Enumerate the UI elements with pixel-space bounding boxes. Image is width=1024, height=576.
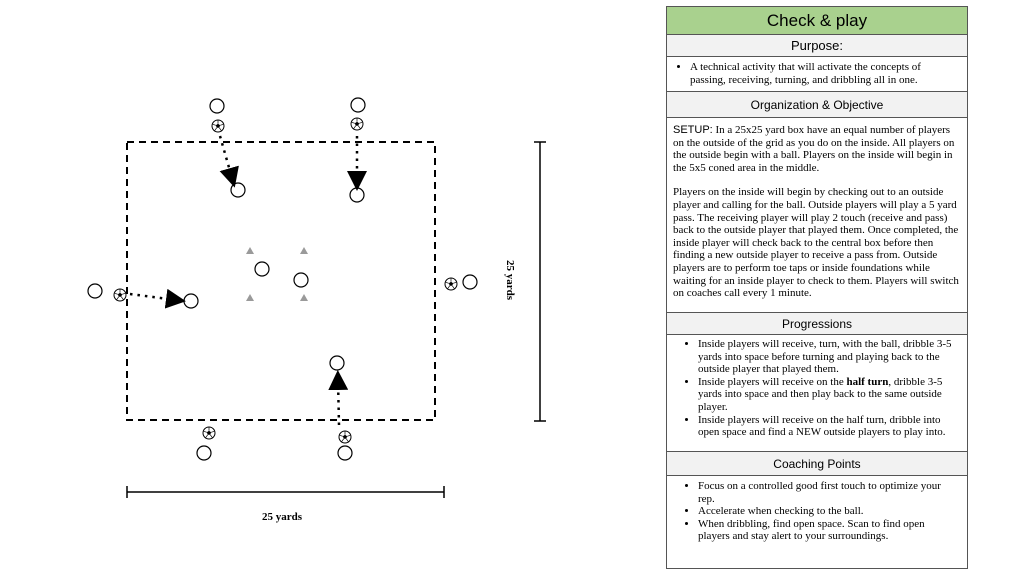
pass-arrow [328, 370, 349, 426]
soccer-ball-icon [113, 288, 127, 302]
outside-player [350, 97, 366, 113]
coaching-point: Focus on a controlled good first touch t… [698, 480, 959, 505]
progressions-section: Inside players will receive, turn, with … [667, 335, 967, 452]
inside-player [293, 272, 309, 288]
pass-arrow [129, 288, 186, 309]
progressions-header: Progressions [667, 313, 967, 335]
setup-lead: SETUP: [673, 124, 713, 136]
setup-paragraph: SETUP: In a 25x25 yard box have an equal… [673, 124, 960, 174]
outside-player [196, 445, 212, 461]
soccer-ball-icon [202, 426, 216, 440]
width-dimension [126, 486, 445, 498]
coaching-point: Accelerate when checking to the ball. [698, 505, 959, 518]
progression-item: Inside players will receive on the half … [698, 376, 959, 414]
coaching-points-section: Focus on a controlled good first touch t… [667, 476, 967, 543]
outside-player [462, 274, 478, 290]
inside-player [254, 261, 270, 277]
drill-diagram [87, 97, 546, 498]
purpose-header: Purpose: [667, 35, 967, 57]
central-cones [246, 247, 308, 301]
cone [300, 294, 308, 301]
players [87, 97, 478, 461]
purpose-item: A technical activity that will activate … [690, 61, 959, 86]
drill-title: Check & play [667, 7, 967, 35]
soccer-ball-icon [444, 277, 458, 291]
height-dimension-label: 25 yards [504, 259, 517, 301]
height-dimension [534, 141, 546, 422]
outside-player [87, 283, 103, 299]
soccer-ball-icon [338, 430, 352, 444]
organization-header: Organization & Objective [667, 92, 967, 118]
soccer-ball-icon [350, 117, 364, 131]
inside-player [329, 355, 345, 371]
drill-info-panel: Check & play Purpose: A technical activi… [666, 6, 968, 569]
soccer-ball-icon [211, 119, 225, 133]
setup-paragraph-2: Players on the inside will begin by chec… [673, 186, 959, 300]
cone [246, 247, 254, 254]
inside-player [349, 187, 365, 203]
width-dimension-label: 25 yards [262, 511, 303, 523]
setup-text: In a 25x25 yard box have an equal number… [673, 124, 955, 174]
progression-item: Inside players will receive, turn, with … [698, 338, 959, 376]
coaching-points-header: Coaching Points [667, 452, 967, 476]
inside-player [230, 182, 246, 198]
inside-player [183, 293, 199, 309]
cone [300, 247, 308, 254]
pass-arrows [129, 135, 367, 426]
outside-player [337, 445, 353, 461]
setup-section: SETUP: In a 25x25 yard box have an equal… [667, 118, 967, 313]
outside-player [209, 98, 225, 114]
purpose-section: A technical activity that will activate … [667, 57, 967, 92]
coaching-point: When dribbling, find open space. Scan to… [698, 518, 959, 543]
cone [246, 294, 254, 301]
grid-boundary [126, 141, 436, 421]
progression-item: Inside players will receive on the half … [698, 414, 959, 439]
